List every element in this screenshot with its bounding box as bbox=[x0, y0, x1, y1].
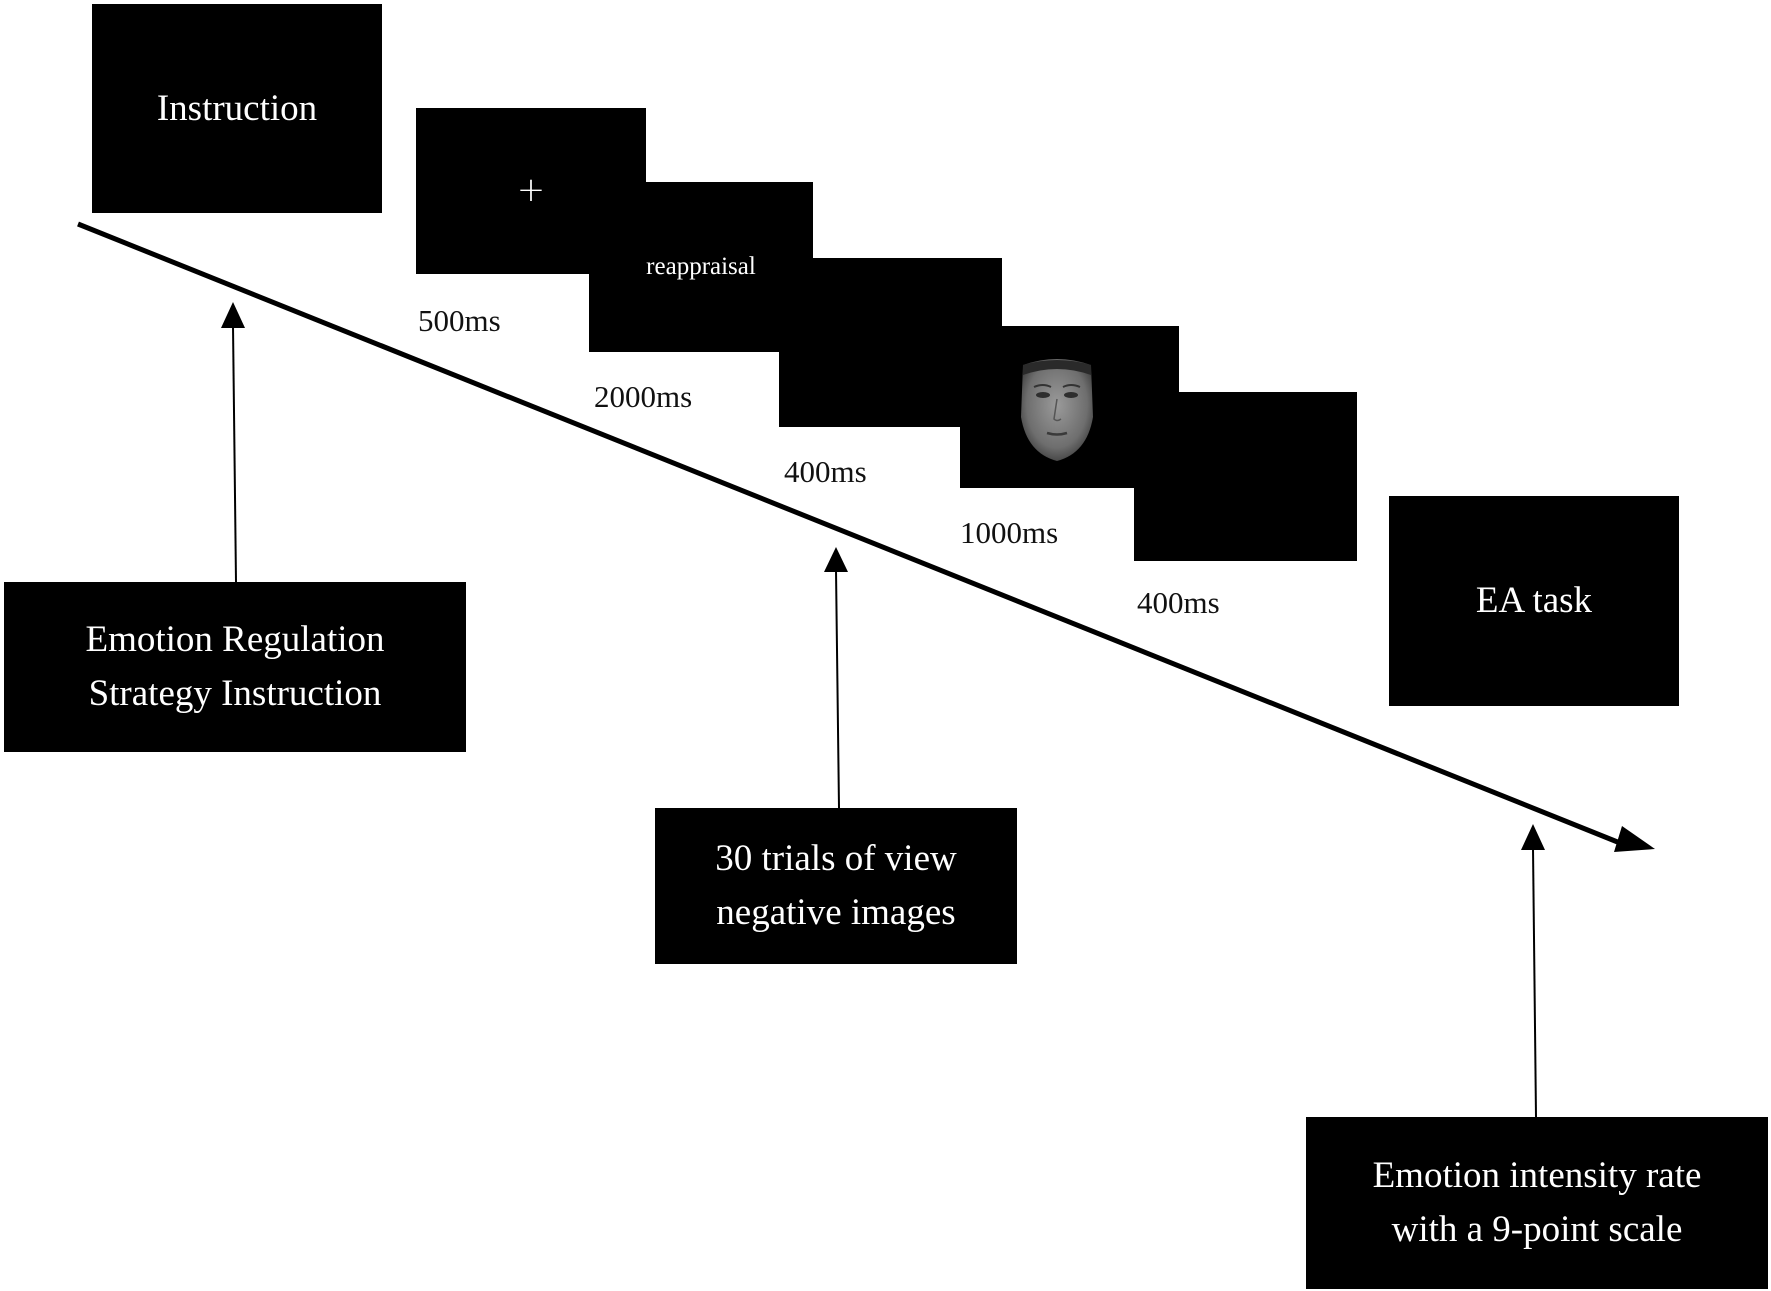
timeline-axis bbox=[77, 221, 1631, 850]
strategy-instruction-annotation: Emotion Regulation Strategy Instruction bbox=[4, 582, 466, 752]
rating-pointer-arrowhead bbox=[1521, 824, 1545, 850]
rating-text: Emotion intensity rate with a 9-point sc… bbox=[1372, 1155, 1702, 1250]
strategy-pointer-arrowhead bbox=[221, 302, 245, 328]
ea-task-box: EA task bbox=[1389, 496, 1679, 706]
strategy-pointer-line bbox=[232, 325, 237, 583]
rating-pointer-line bbox=[1532, 847, 1537, 1118]
blank-screen-2 bbox=[1134, 392, 1357, 561]
ea-task-label: EA task bbox=[1475, 580, 1593, 622]
instruction-box: Instruction bbox=[92, 4, 382, 213]
fixation-cross: + bbox=[516, 170, 546, 211]
duration-label-blank-2: 400ms bbox=[1137, 585, 1220, 620]
neutral-face-photo-icon bbox=[1021, 359, 1093, 461]
rating-annotation: Emotion intensity rate with a 9-point sc… bbox=[1306, 1117, 1768, 1289]
instruction-label: Instruction bbox=[156, 87, 318, 129]
timeline-arrowhead bbox=[1614, 826, 1655, 852]
trials-text: 30 trials of view negative images bbox=[715, 838, 957, 933]
reappraisal-cue-label: reappraisal bbox=[646, 252, 756, 280]
duration-label-fixation: 500ms bbox=[418, 303, 501, 338]
duration-label-reappraisal: 2000ms bbox=[594, 379, 693, 414]
trials-pointer-line bbox=[835, 569, 840, 809]
trials-pointer-arrowhead bbox=[824, 547, 848, 572]
strategy-instruction-text: Emotion Regulation Strategy Instruction bbox=[85, 619, 385, 714]
duration-label-blank-1: 400ms bbox=[784, 454, 867, 489]
trials-annotation: 30 trials of view negative images bbox=[655, 808, 1017, 964]
reappraisal-cue-screen: reappraisal bbox=[589, 182, 813, 352]
duration-label-face: 1000ms bbox=[960, 515, 1059, 550]
